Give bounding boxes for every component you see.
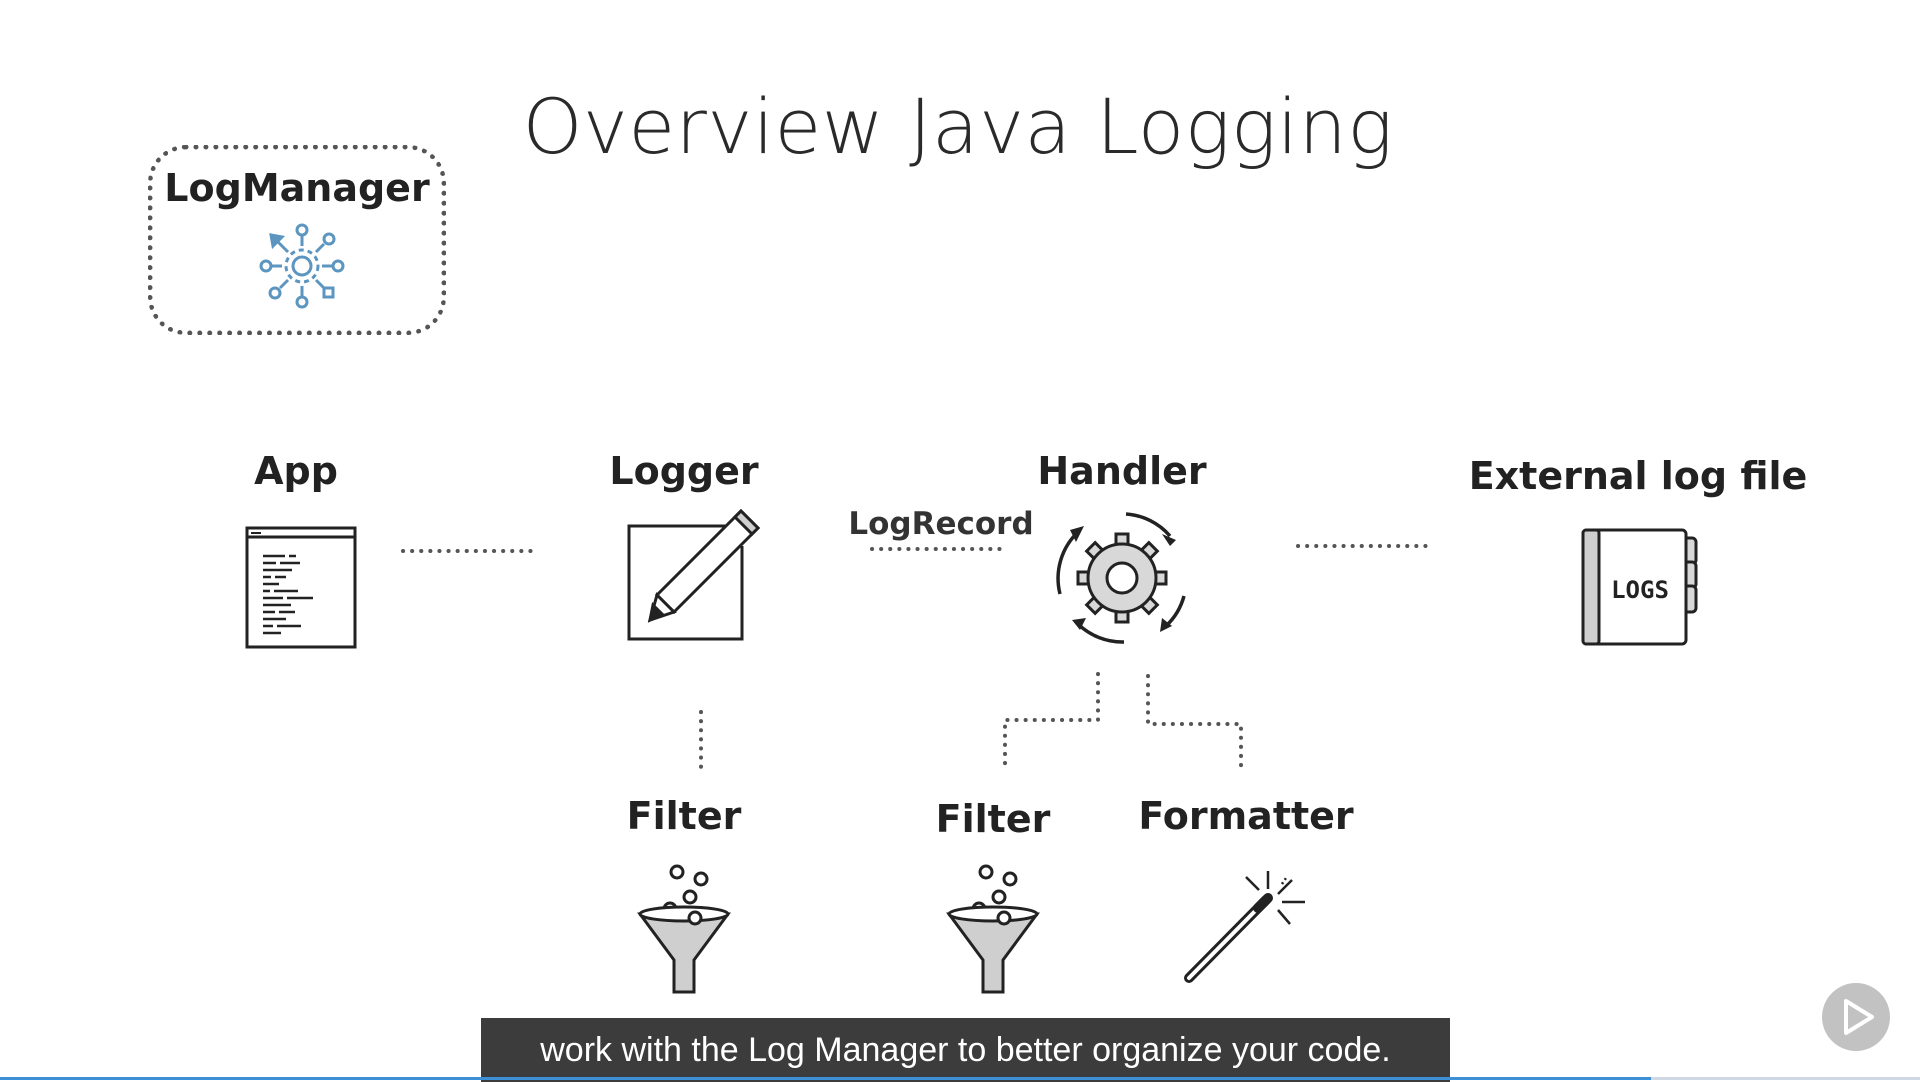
pencil-edit-icon [627, 508, 761, 641]
code-window-icon [245, 526, 357, 649]
logrecord-label: LogRecord [848, 506, 1034, 542]
funnel-icon [946, 864, 1040, 994]
subtitle-caption: work with the Log Manager to better orga… [481, 1018, 1450, 1082]
gear-cycle-icon [1056, 512, 1186, 644]
magic-wand-icon [1184, 871, 1305, 983]
logmanager-label: LogManager [164, 166, 430, 210]
logger-label: Logger [609, 449, 759, 493]
formatter-label: Formatter [1138, 794, 1354, 838]
connector-handler-formatter [1146, 674, 1243, 772]
logs-book-icon: LOGS [1581, 528, 1698, 646]
handler-filter-label: Filter [935, 797, 1051, 841]
external-log-file-label: External log file [1468, 454, 1808, 498]
logs-book-text: LOGS [1611, 576, 1669, 604]
play-icon [1844, 999, 1874, 1035]
handler-label: Handler [1037, 449, 1207, 493]
logger-filter-label: Filter [626, 794, 742, 838]
logmanager-box [148, 145, 446, 335]
slide-title: Overview Java Logging [522, 82, 1394, 171]
network-gear-icon [259, 223, 345, 309]
connector-handler-filter [1003, 672, 1100, 767]
funnel-icon [637, 864, 731, 994]
play-button[interactable] [1822, 983, 1890, 1051]
app-label: App [254, 449, 338, 493]
progress-fill [0, 1077, 1652, 1080]
